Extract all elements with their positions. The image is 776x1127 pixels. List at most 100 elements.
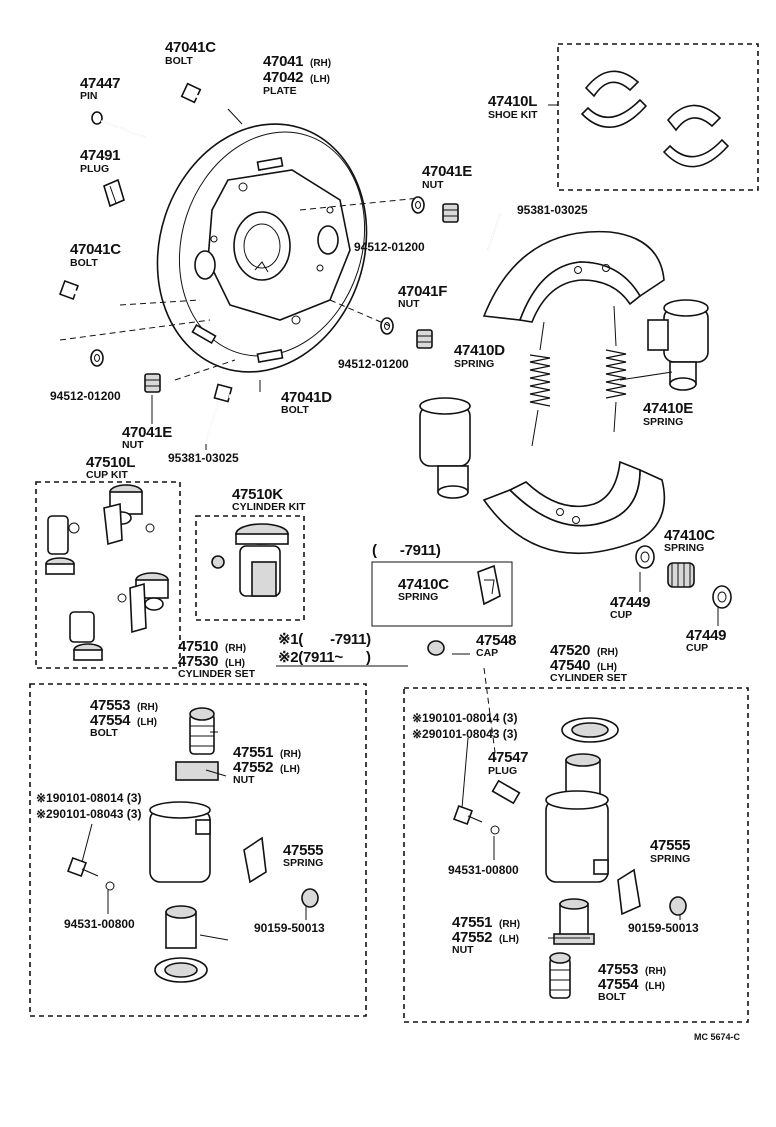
- backing-plate-part: [156, 123, 368, 373]
- part-name: SPRING: [454, 358, 494, 370]
- part-number: 94512-01200: [50, 389, 121, 403]
- note-line-1: ※190101-08014 (3): [36, 791, 141, 805]
- part-name: PLATE: [263, 85, 297, 97]
- part-number: 47410C: [398, 576, 449, 593]
- label-47410c-box: 47410C SPRING: [398, 576, 450, 603]
- part-number: 47555: [650, 837, 690, 854]
- part-name: CUP KIT: [86, 469, 128, 481]
- part-number: 47410L: [488, 93, 537, 110]
- washer-94512-a-part: [411, 196, 425, 214]
- label-47520-cylinder-set: 47520 (RH) 47540 (LH) CYLINDER SET: [550, 642, 628, 684]
- label-47553-right: 47553 (RH) 47554 (LH) BOLT: [598, 961, 666, 1003]
- part-name: PLUG: [488, 765, 517, 777]
- suffix-lh: (LH): [225, 658, 245, 669]
- part-name: BOLT: [90, 727, 118, 739]
- cup-47449-a-part: [635, 545, 655, 569]
- right-cylinder-set-dashed-box: [403, 687, 749, 1023]
- label-94531-right: 94531-00800: [448, 863, 519, 877]
- cup-47449-b-part: [712, 585, 732, 609]
- nut-47041f-part: [416, 329, 433, 349]
- suffix-lh: (LH): [597, 662, 617, 673]
- part-number: 95381-03025: [168, 451, 239, 465]
- label-94512-a: 94512-01200: [354, 240, 425, 254]
- label-diagram-code: MC 5674-C: [694, 1032, 741, 1042]
- part-number-rh: 47551: [233, 744, 273, 761]
- suffix-lh: (LH): [499, 934, 519, 945]
- part-name: CYLINDER KIT: [232, 501, 306, 513]
- part-number: 47547: [488, 749, 528, 766]
- label-94531-left: 94531-00800: [64, 917, 135, 931]
- label-190101-right: ※190101-08014 (3) ※290101-08043 (3): [412, 711, 517, 741]
- shoe-kit-dashed-box: [548, 43, 759, 191]
- cup-kit-contents-part: [45, 484, 169, 661]
- part-name: NUT: [122, 439, 144, 451]
- note-line-1: ※190101-08014 (3): [412, 711, 517, 725]
- label-47041e-right: 47041E NUT: [422, 163, 473, 191]
- note-2: ※2(7911~ ): [278, 649, 371, 666]
- label-date-notes: ※1( -7911) ※2(7911~ ): [278, 631, 371, 666]
- nut-47041e-left-part: [144, 373, 161, 393]
- part-number: 90159-50013: [628, 921, 699, 935]
- part-number: 94512-01200: [354, 240, 425, 254]
- pin-47447-part: [91, 111, 146, 138]
- left-cylinder-set-dashed-box: [29, 683, 367, 1017]
- part-number-rh: 47520: [550, 642, 590, 659]
- part-name: CUP: [686, 642, 708, 654]
- part-name: CYLINDER SET: [550, 672, 628, 684]
- part-name: SPRING: [650, 853, 690, 865]
- label-94512-c: 94512-01200: [50, 389, 121, 403]
- part-name: NUT: [422, 179, 444, 191]
- part-number-lh: 47554: [598, 976, 639, 993]
- spring-47410c-box-part: [477, 564, 501, 606]
- suffix-rh: (RH): [645, 966, 666, 977]
- label-47551-right: 47551 (RH) 47552 (LH) NUT: [452, 914, 520, 956]
- suffix-lh: (LH): [645, 981, 665, 992]
- part-number-lh: 47042: [263, 69, 303, 86]
- label-47551-left: 47551 (RH) 47552 (LH) NUT: [233, 744, 301, 786]
- nut-47041e-right-part: [442, 203, 459, 223]
- wheel-cylinder-upper-part: [647, 299, 709, 391]
- part-number-rh: 47041: [263, 53, 303, 70]
- cylinder-kit-contents-part: [211, 523, 289, 597]
- bolt-47041c-top-part: [180, 82, 243, 125]
- label-95381-bottom: 95381-03025: [168, 451, 239, 465]
- part-number: 47041F: [398, 283, 447, 300]
- part-number: 47510K: [232, 486, 283, 503]
- part-name: SPRING: [664, 542, 704, 554]
- part-name: SPRING: [643, 416, 683, 428]
- cup-kit-dashed-box: [35, 481, 181, 669]
- part-name: NUT: [398, 298, 420, 310]
- part-name: NUT: [233, 774, 255, 786]
- part-number: 47041E: [122, 424, 172, 441]
- label-90159-right: 90159-50013: [628, 921, 699, 935]
- suffix-lh: (LH): [137, 717, 157, 728]
- part-number: 47548: [476, 632, 516, 649]
- range-text: ( -7911): [372, 542, 441, 559]
- suffix-rh: (RH): [597, 647, 618, 658]
- label-47449-b: 47449 CUP: [686, 627, 727, 654]
- suffix-rh: (RH): [225, 643, 246, 654]
- suffix-rh: (RH): [137, 702, 158, 713]
- part-number-lh: 47552: [233, 759, 273, 776]
- part-number: 90159-50013: [254, 921, 325, 935]
- part-number: 47041C: [70, 241, 121, 258]
- note-line-2: ※290101-08043 (3): [36, 807, 141, 821]
- plug-47491-part: [103, 178, 125, 208]
- part-name: PLUG: [80, 163, 109, 175]
- part-name: SHOE KIT: [488, 109, 538, 121]
- label-47410e: 47410E SPRING: [643, 400, 694, 428]
- part-number: 47449: [610, 594, 650, 611]
- part-number-rh: 47551: [452, 914, 492, 931]
- part-number-lh: 47540: [550, 657, 590, 674]
- label-190101-left: ※190101-08014 (3) ※290101-08043 (3): [36, 791, 141, 821]
- part-number: 47510L: [86, 454, 135, 471]
- spring-47410e-part: [605, 305, 627, 433]
- label-47510k: 47510K CYLINDER KIT: [232, 486, 306, 513]
- diagram-code: MC 5674-C: [694, 1032, 741, 1042]
- note-1: ※1( -7911): [278, 631, 371, 648]
- label-90159-left: 90159-50013: [254, 921, 325, 935]
- part-name: PIN: [80, 90, 98, 102]
- spring-47410c-right-part: [667, 562, 695, 588]
- part-number-rh: 47553: [90, 697, 130, 714]
- bolt-47041d-part: [213, 383, 257, 405]
